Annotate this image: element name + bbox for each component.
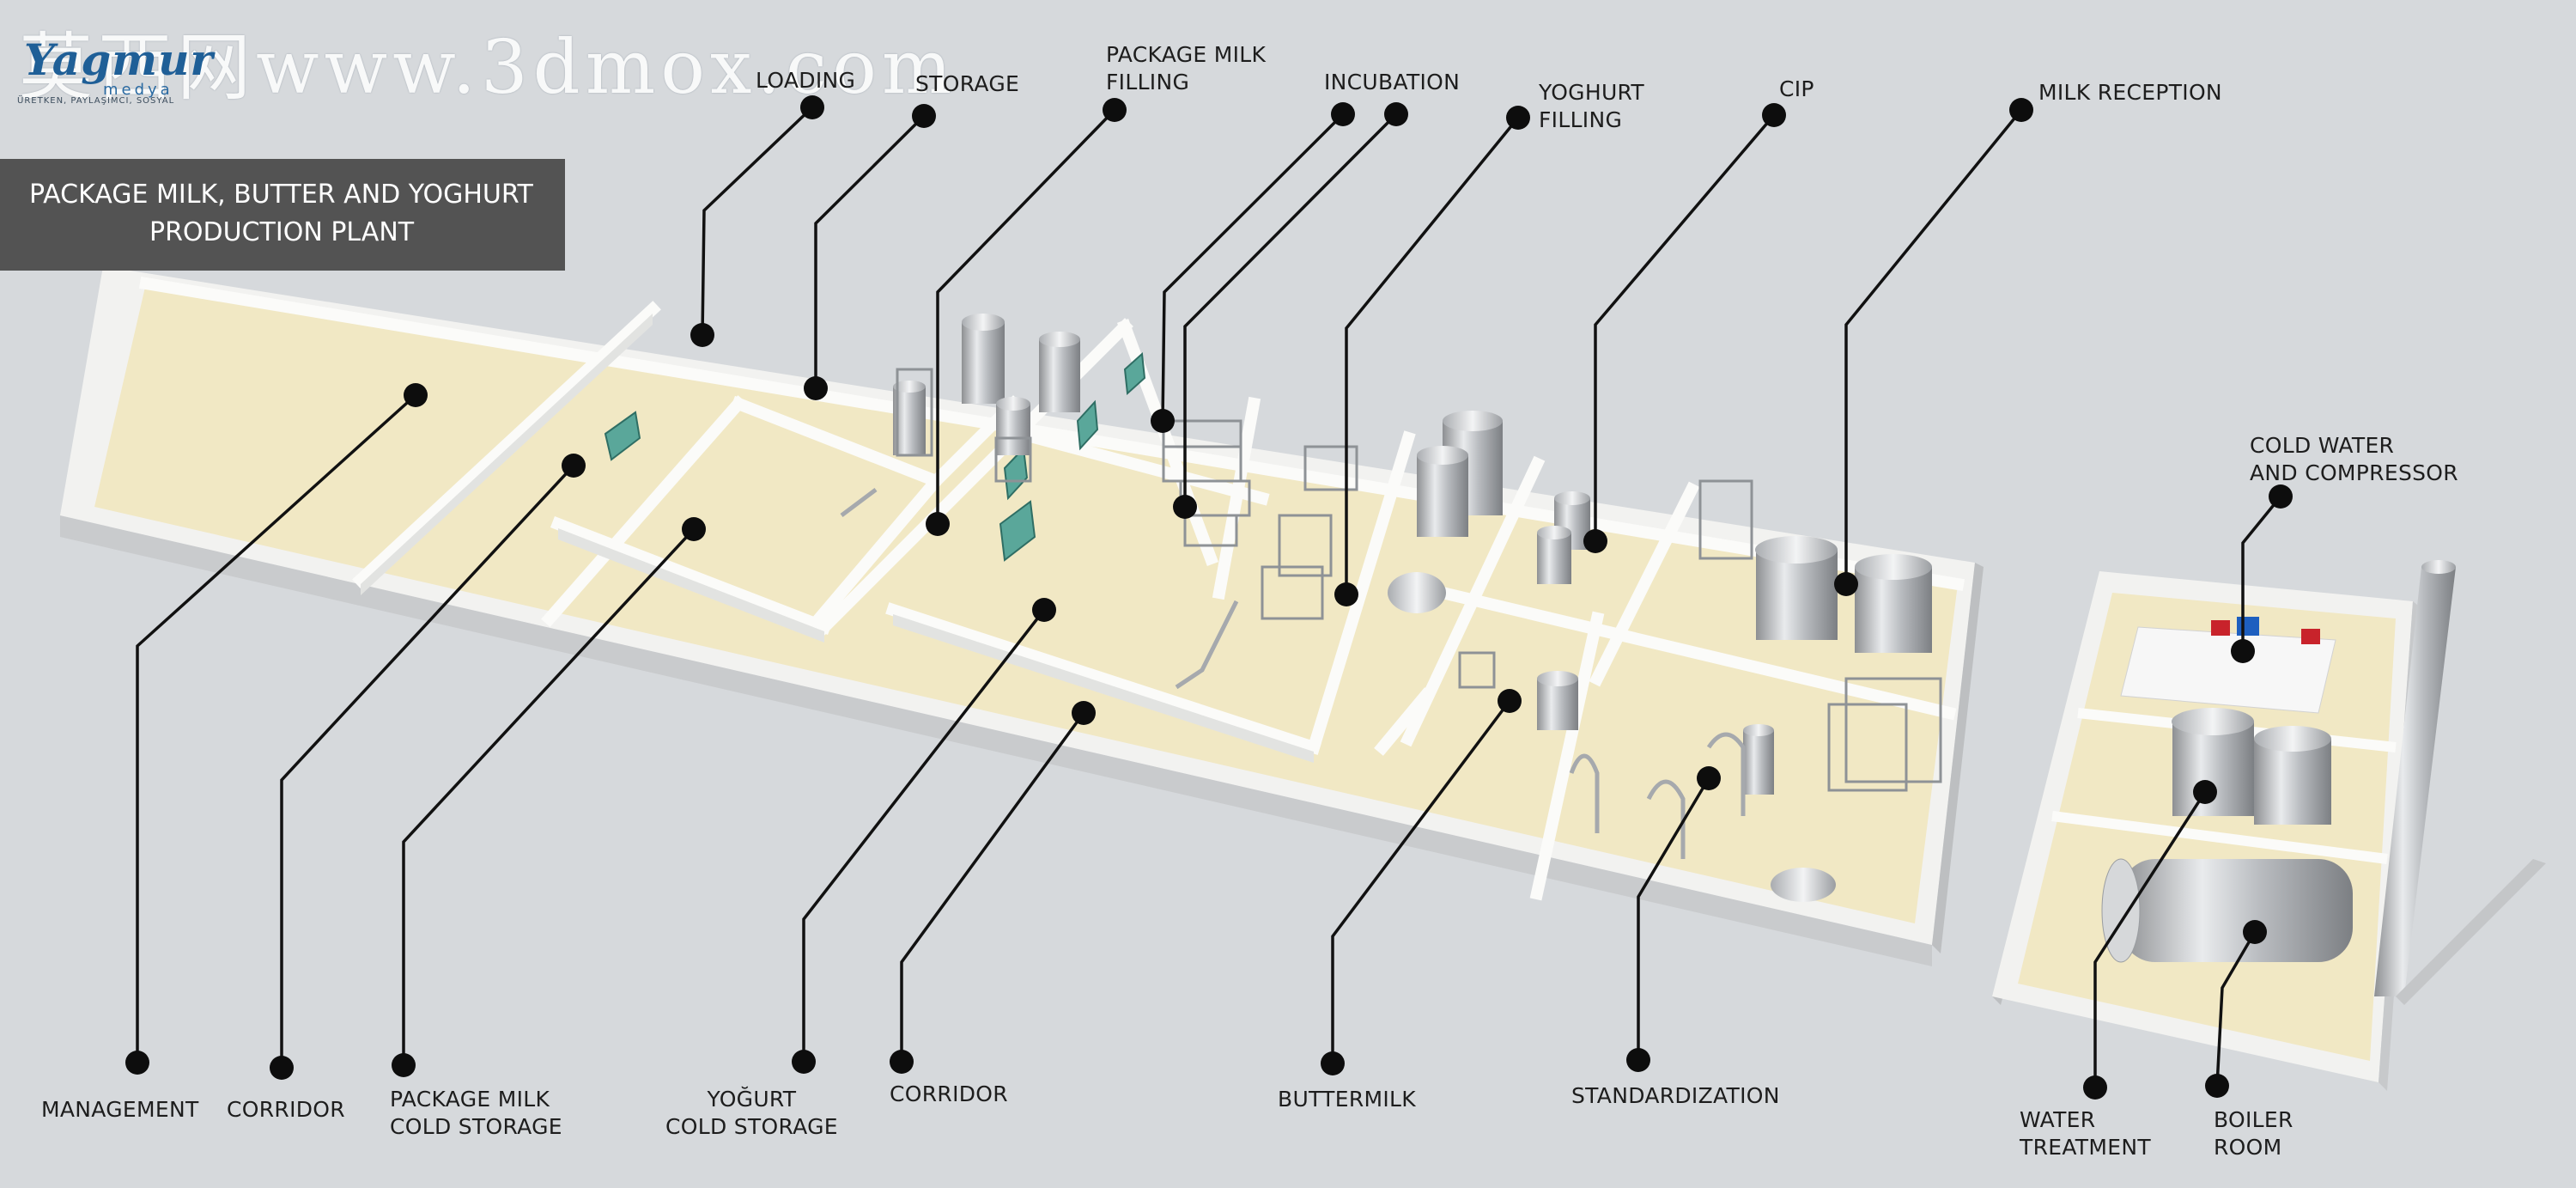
cold-water-unit xyxy=(2120,626,2336,714)
callout-dot xyxy=(125,1051,149,1075)
callout-dot xyxy=(1103,98,1127,122)
callout-line-storage xyxy=(814,114,926,387)
label-milk-reception: MILK RECEPTION xyxy=(2038,80,2222,105)
label-package-milk-cold-storage: PACKAGE MILK COLD STORAGE xyxy=(390,1087,562,1139)
callout-dot xyxy=(890,1050,914,1074)
watermark-text: 莫西网www.3dmox.com xyxy=(19,25,957,111)
callout-line-incubation-2 xyxy=(1183,113,1398,507)
callout-dot xyxy=(2193,780,2217,804)
callout-dot xyxy=(1498,689,1522,713)
callout-dot xyxy=(800,95,824,119)
callout-dot xyxy=(792,1050,816,1074)
callout-dot xyxy=(2269,484,2293,509)
callout-line-water-treatment xyxy=(2093,791,2207,1087)
callout-line-package-milk-cold-storage xyxy=(402,527,696,1065)
callout-line-cold-water xyxy=(2241,495,2282,651)
main-building-side xyxy=(60,515,1932,966)
main-building-floor xyxy=(94,283,1958,923)
main-building xyxy=(60,266,1984,966)
callout-dot xyxy=(682,517,706,541)
callout-dot xyxy=(1626,1048,1650,1072)
callout-dot xyxy=(1506,106,1530,130)
callout-line-standardization xyxy=(1637,777,1710,1060)
label-cold-water-and-compressor: COLD WATER AND COMPRESSOR xyxy=(2250,433,2458,485)
callout-line-yogurt-cold-storage xyxy=(802,608,1046,1062)
callout-line-management xyxy=(136,393,417,1063)
label-buttermilk: BUTTERMILK xyxy=(1278,1087,1416,1112)
callout-dot xyxy=(1032,598,1056,622)
callout-dot xyxy=(2231,639,2255,663)
callout-dot xyxy=(1321,1051,1345,1075)
label-boiler-room: BOILER ROOM xyxy=(2214,1107,2293,1160)
callout-line-milk-reception xyxy=(1844,108,2023,584)
condenser-units xyxy=(604,351,1146,562)
callout-dot xyxy=(404,383,428,407)
label-yogurt-cold-storage: YOĞURT COLD STORAGE xyxy=(665,1087,838,1139)
callout-lines xyxy=(136,106,2282,1087)
callout-dot xyxy=(2009,98,2033,122)
callout-line-corridor-1 xyxy=(280,464,575,1068)
callout-line-yoghurt-filling xyxy=(1345,116,1520,594)
callout-dot xyxy=(1834,572,1858,596)
label-package-milk-filling: PACKAGE MILK FILLING xyxy=(1106,42,1267,94)
callout-line-loading xyxy=(701,106,814,336)
annex-building xyxy=(1992,560,2546,1091)
plant-title-line-2: PRODUCTION PLANT xyxy=(149,217,415,247)
callout-dot xyxy=(1151,409,1175,433)
callout-line-cip xyxy=(1594,113,1776,541)
callout-dot xyxy=(2083,1075,2107,1100)
label-corridor-2: CORRIDOR xyxy=(890,1081,1008,1106)
callout-dot xyxy=(926,512,950,536)
brand-tagline: ÜRETKEN, PAYLAŞIMCI, SOSYAL xyxy=(17,96,175,106)
callout-dot xyxy=(1762,103,1786,127)
callout-dot xyxy=(1334,582,1358,606)
label-standardization: STANDARDIZATION xyxy=(1571,1083,1780,1108)
callout-dot xyxy=(392,1053,416,1077)
plant-title-box: PACKAGE MILK, BUTTER AND YOGHURT PRODUCT… xyxy=(0,159,565,271)
callout-dot xyxy=(912,104,936,128)
callout-line-boiler-room xyxy=(2215,931,2257,1087)
brand-logo: Yagmur xyxy=(24,34,214,85)
plant-title-line-1: PACKAGE MILK, BUTTER AND YOGHURT xyxy=(29,180,533,210)
callout-dot xyxy=(1173,495,1197,519)
callout-line-package-milk-filling xyxy=(936,108,1116,524)
callout-dot xyxy=(1697,766,1721,790)
callout-line-buttermilk xyxy=(1331,699,1511,1063)
label-yoghurt-filling: YOGHURT FILLING xyxy=(1539,80,1644,132)
callout-dot xyxy=(2243,920,2267,944)
callout-dot xyxy=(562,454,586,478)
label-loading: LOADING xyxy=(756,68,856,93)
label-cip: CIP xyxy=(1779,76,1814,101)
label-incubation: INCUBATION xyxy=(1324,70,1461,94)
label-storage: STORAGE xyxy=(915,71,1020,96)
callout-dot xyxy=(804,376,828,400)
callout-dot xyxy=(270,1056,294,1080)
process-equipment xyxy=(840,314,1942,902)
label-management: MANAGEMENT xyxy=(41,1097,199,1122)
callout-dot xyxy=(1072,701,1096,725)
callout-dot xyxy=(2205,1074,2229,1098)
chimney xyxy=(2374,567,2456,996)
callout-dot xyxy=(1331,102,1355,126)
storage-tanks xyxy=(893,314,1932,902)
label-corridor-1: CORRIDOR xyxy=(227,1097,345,1122)
callout-dot xyxy=(1583,529,1607,553)
callout-dots xyxy=(125,95,2293,1100)
callout-line-incubation-1 xyxy=(1161,113,1345,422)
callout-dot xyxy=(1384,102,1408,126)
label-water-treatment: WATER TREATMENT xyxy=(2020,1107,2151,1160)
callout-dot xyxy=(690,323,714,347)
brand-sub: medya xyxy=(103,81,173,99)
callout-line-corridor-2 xyxy=(900,711,1085,1062)
